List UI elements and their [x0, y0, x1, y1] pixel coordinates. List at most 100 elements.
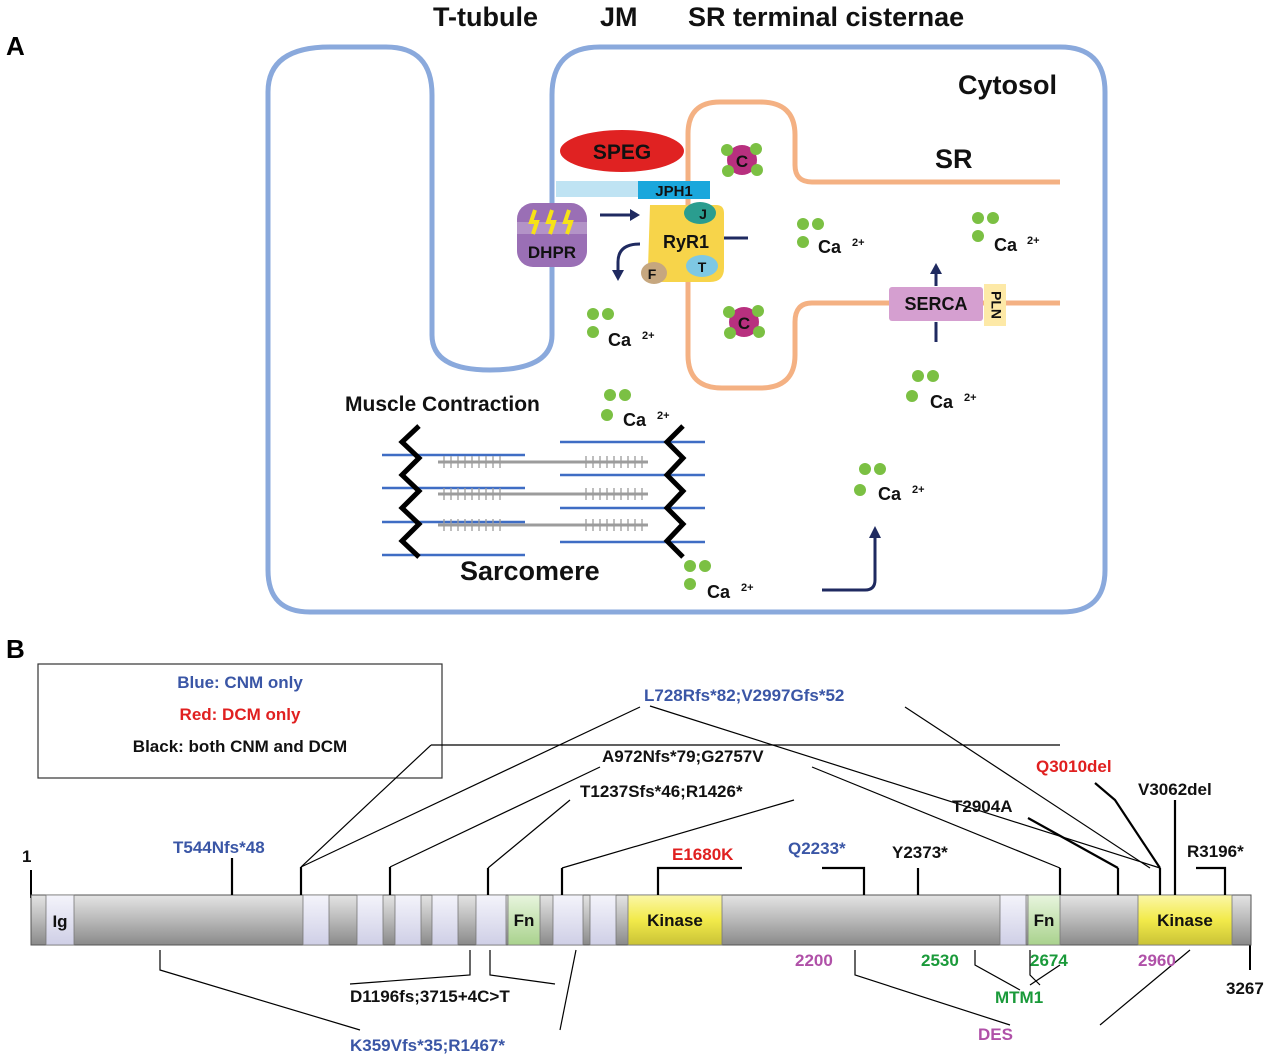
calcium-ion-group: Ca 2+ — [684, 560, 754, 602]
t-protein — [686, 255, 718, 277]
kinase-domain — [627, 894, 723, 946]
cytosol-label: Cytosol — [958, 70, 1057, 100]
calcium-flux-arrow — [822, 536, 877, 592]
panel-a-letter: A — [6, 31, 25, 61]
calcium-label: Ca — [608, 330, 632, 350]
mutation-t1237: T1237Sfs*46;R1426* — [580, 782, 743, 801]
calcium-ion-group: Ca 2+ — [906, 370, 977, 412]
mutation-v3062del: V3062del — [1138, 780, 1212, 799]
calcium-ion-group: Ca 2+ — [587, 308, 655, 350]
j-label: J — [699, 206, 707, 222]
calcium-charge: 2+ — [657, 410, 670, 422]
header-jm: JM — [600, 2, 638, 32]
header-sr-terminal-cisternae: SR terminal cisternae — [688, 2, 964, 32]
fn-domain-label: Fn — [1034, 911, 1055, 930]
ig-domain — [431, 894, 459, 946]
serca-uptake-arrowhead — [930, 263, 942, 274]
calcium-flux-arrowhead — [869, 526, 881, 538]
position-2674: 2674 — [1030, 951, 1068, 970]
ig-domain — [552, 894, 584, 946]
ryr1-release-arrowhead — [612, 270, 624, 281]
ig-domain — [999, 894, 1027, 946]
mutation-d1196: D1196fs;3715+4C>T — [350, 987, 510, 1006]
position-2530: 2530 — [921, 951, 959, 970]
sarcomere-label: Sarcomere — [460, 556, 600, 586]
calcium-ion-group: Ca 2+ — [601, 389, 670, 430]
des-binding-label: DES — [978, 1025, 1013, 1044]
mutation-q2233: Q2233* — [788, 839, 846, 858]
connector-t2904 — [1027, 817, 1119, 869]
ig-domain — [589, 894, 617, 946]
jph1-tail — [556, 181, 638, 197]
legend-red: Red: DCM only — [180, 705, 301, 724]
j-protein — [684, 202, 716, 224]
calcium-label: Ca — [878, 484, 902, 504]
ig-domain — [394, 894, 422, 946]
calcium-charge: 2+ — [912, 484, 925, 496]
fn-domain-label: Fn — [514, 911, 535, 930]
t-label: T — [698, 259, 707, 275]
jph1-protein — [638, 181, 710, 199]
f-label: F — [648, 266, 657, 282]
position-2960: 2960 — [1138, 951, 1176, 970]
calcium-charge: 2+ — [1027, 235, 1040, 247]
serca-label: SERCA — [904, 294, 967, 314]
muscle-contraction-label: Muscle Contraction — [345, 393, 540, 416]
kinase-domain-label: Kinase — [647, 911, 703, 930]
sarcomere-diagram — [382, 424, 705, 559]
ig-domain — [45, 894, 75, 946]
panel-b-letter: B — [6, 634, 25, 664]
mutation-t544: T544Nfs*48 — [173, 838, 265, 857]
fn-domain — [507, 894, 541, 946]
ryr1-label: RyR1 — [663, 232, 709, 252]
f-protein — [641, 262, 667, 284]
serca-protein — [889, 287, 983, 321]
binding-brackets — [854, 949, 1191, 1026]
calcium-ion-group: Ca 2+ — [972, 212, 1040, 255]
ryr1-release-arrow — [616, 242, 641, 272]
cell-membrane — [265, 44, 1108, 615]
mutation-t2904a: T2904A — [952, 797, 1012, 816]
connector-q3010 — [1094, 782, 1161, 869]
calsequestrin-label: C — [738, 314, 750, 333]
calcium-charge: 2+ — [852, 237, 865, 249]
kinase-domain-label: Kinase — [1157, 911, 1213, 930]
protein-end-label: 3267 — [1226, 979, 1264, 998]
fn-domain — [1027, 894, 1061, 946]
calcium-label: Ca — [994, 235, 1018, 255]
legend-blue: Blue: CNM only — [177, 673, 303, 692]
ig-domain — [475, 894, 507, 946]
calcium-charge: 2+ — [642, 330, 655, 342]
mtm1-binding-label: MTM1 — [995, 988, 1043, 1007]
mutation-e1680k: E1680K — [672, 845, 734, 864]
pln-label: PLN — [988, 291, 1004, 319]
speg-label: SPEG — [593, 141, 651, 164]
calsequestrin-label: C — [736, 152, 748, 171]
kinase-domain — [1137, 894, 1233, 946]
calcium-label: Ca — [623, 410, 647, 430]
dhpr-protein — [512, 203, 592, 267]
dhpr-label: DHPR — [528, 243, 576, 262]
mutation-a972: A972Nfs*79;G2757V — [602, 747, 764, 766]
mutation-k359: K359Vfs*35;R1467* — [350, 1036, 505, 1055]
dhpr-ryr1-arrowhead — [630, 209, 640, 221]
jph1-label: JPH1 — [655, 183, 693, 200]
calcium-ion-group: Ca 2+ — [854, 463, 925, 504]
calcium-charge: 2+ — [741, 582, 754, 594]
calcium-label: Ca — [818, 237, 842, 257]
mutation-q3010del: Q3010del — [1036, 757, 1112, 776]
mutation-l728: L728Rfs*82;V2997Gfs*52 — [644, 686, 844, 705]
mutation-y2373: Y2373* — [892, 843, 948, 862]
protein-start-label: 1 — [22, 847, 31, 866]
connector-l728-right — [904, 706, 1151, 869]
legend-black: Black: both CNM and DCM — [133, 737, 347, 756]
calcium-label: Ca — [707, 582, 731, 602]
calcium-charge: 2+ — [964, 392, 977, 404]
position-2200: 2200 — [795, 951, 833, 970]
connector-l728-left — [300, 706, 641, 868]
ig-domain — [356, 894, 384, 946]
calcium-label: Ca — [930, 392, 954, 412]
mutation-r3196: R3196* — [1187, 842, 1244, 861]
pln-protein — [984, 284, 1006, 326]
